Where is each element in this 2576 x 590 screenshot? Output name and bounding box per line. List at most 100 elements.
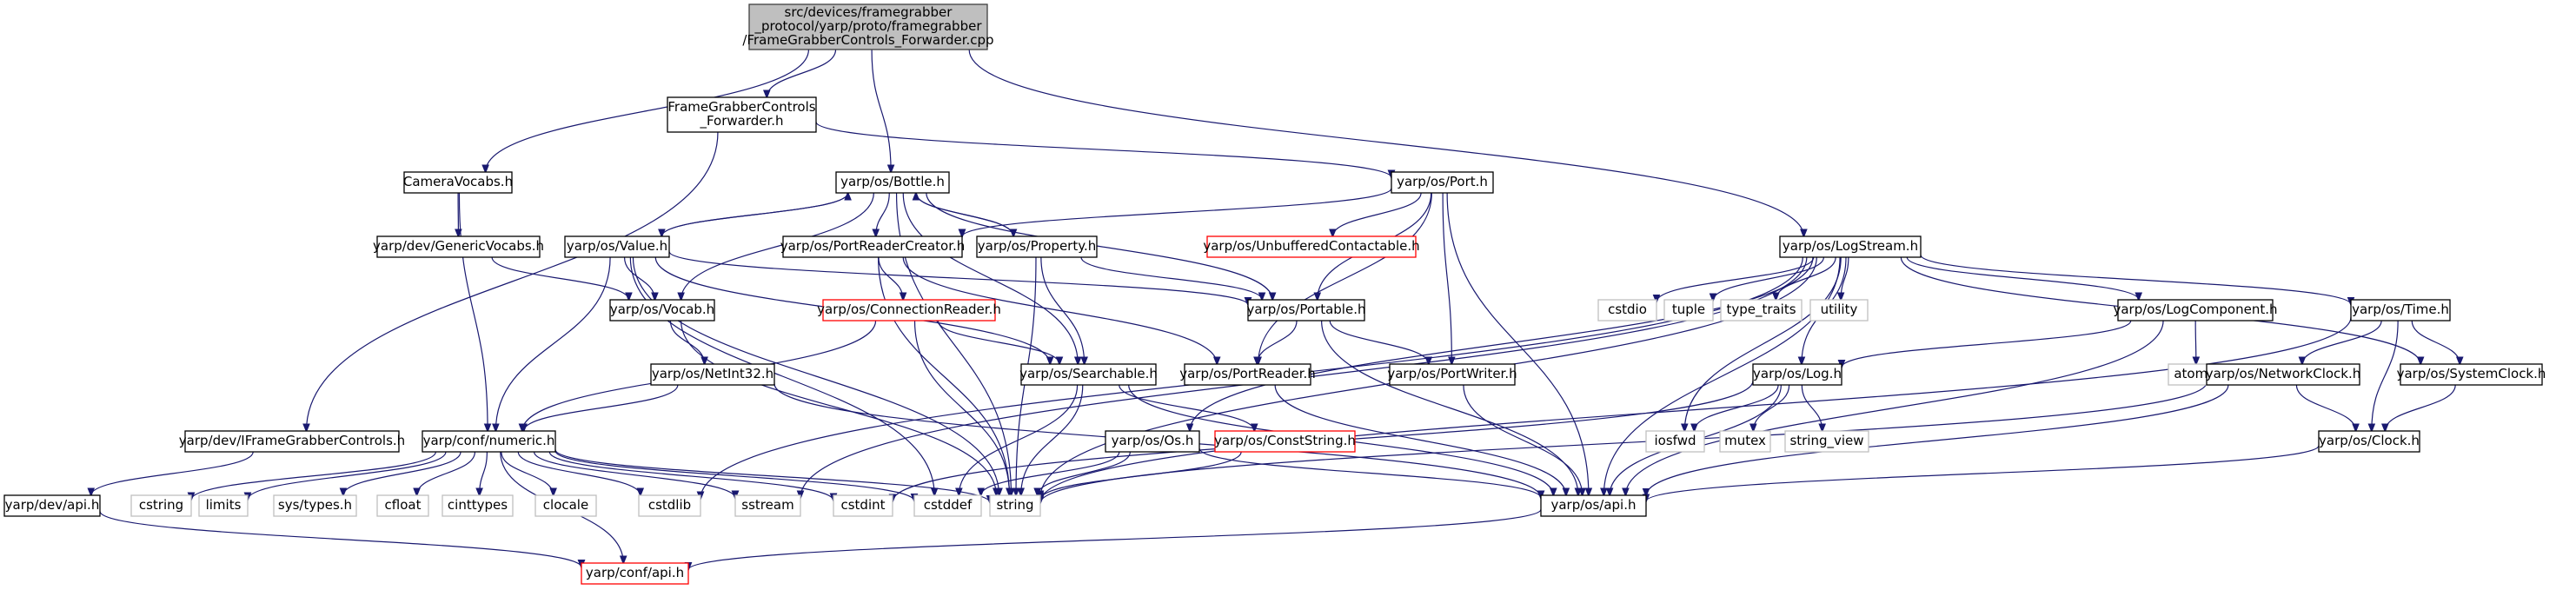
node-box — [1391, 171, 1494, 194]
node-cfloat: cfloat — [376, 494, 429, 517]
node-portreadercreator[interactable]: yarp/os/PortReaderCreator.h — [780, 235, 966, 258]
edge-portable-to-portwriter — [1329, 320, 1429, 364]
node-bottle[interactable]: yarp/os/Bottle.h — [835, 171, 950, 194]
node-label: yarp/os/Portable.h — [1247, 302, 1366, 317]
node-portreader[interactable]: yarp/os/PortReader.h — [1179, 363, 1316, 386]
node-clock[interactable]: yarp/os/Clock.h — [2318, 430, 2420, 453]
node-root[interactable]: src/devices/framegrabber_protocol/yarp/p… — [742, 3, 994, 50]
node-label: yarp/os/Bottle.h — [840, 174, 945, 189]
node-label: yarp/conf/api.h — [586, 565, 684, 580]
edge-property-to-bottle — [916, 193, 1014, 237]
edge-portreader-to-osapi — [1274, 384, 1566, 495]
node-logstream[interactable]: yarp/os/LogStream.h — [1779, 235, 1922, 258]
node-osapi[interactable]: yarp/os/api.h — [1540, 494, 1647, 517]
node-value[interactable]: yarp/os/Value.h — [564, 235, 670, 258]
node-label: yarp/os/NetworkClock.h — [2206, 366, 2361, 381]
edge-numeric-to-cstdlib — [517, 451, 641, 495]
node-label: yarp/os/Os.h — [1112, 433, 1194, 448]
edge-root-to-bottle — [871, 49, 891, 172]
node-label: yarp/os/LogComponent.h — [2113, 302, 2277, 317]
node-label: yarp/dev/api.h — [5, 497, 100, 513]
node-box — [2400, 363, 2543, 386]
node-label: utility — [1821, 302, 1858, 317]
node-box — [2318, 430, 2420, 453]
edge-logstream-to-utility — [1841, 256, 1849, 300]
node-logcomponent[interactable]: yarp/os/LogComponent.h — [2113, 299, 2278, 322]
node-searchable[interactable]: yarp/os/Searchable.h — [1019, 363, 1158, 386]
node-box — [198, 494, 249, 517]
edge-time-to-clock — [2372, 320, 2399, 431]
node-label: yarp/dev/IFrameGrabberControls.h — [179, 433, 405, 448]
node-label: yarp/os/Log.h — [1753, 366, 1842, 381]
node-label: iosfwd — [1655, 433, 1696, 448]
edge-numeric-to-cfloat — [417, 451, 476, 495]
node-box — [989, 494, 1041, 517]
node-networkclock[interactable]: yarp/os/NetworkClock.h — [2206, 363, 2361, 386]
node-label: cstdlib — [648, 497, 691, 513]
node-os[interactable]: yarp/os/Os.h — [1105, 430, 1200, 453]
node-box — [1247, 299, 1365, 322]
node-time[interactable]: yarp/os/Time.h — [2350, 299, 2451, 322]
edge-fgcf-to-port — [815, 121, 1391, 177]
node-unbuffered[interactable]: yarp/os/UnbufferedContactable.h — [1203, 235, 1420, 258]
node-label: mutex — [1724, 433, 1766, 448]
edge-bottle-to-searchable — [902, 192, 1078, 364]
edge-numeric-to-sstream — [533, 451, 735, 498]
edge-conststring-to-string — [1040, 451, 1242, 500]
edge-numeric-to-systypes — [343, 451, 461, 495]
node-genericvocabs[interactable]: yarp/dev/GenericVocabs.h — [373, 235, 544, 258]
node-connectionreader[interactable]: yarp/os/ConnectionReader.h — [817, 299, 1001, 322]
node-netint32[interactable]: yarp/os/NetInt32.h — [650, 363, 775, 386]
node-devapi[interactable]: yarp/dev/api.h — [3, 494, 101, 517]
node-port[interactable]: yarp/os/Port.h — [1391, 171, 1494, 194]
edge-ifgc-to-devapi — [91, 451, 254, 495]
edge-portable-to-portreader — [1257, 320, 1298, 364]
node-string_view: string_view — [1784, 430, 1869, 453]
node-property[interactable]: yarp/os/Property.h — [976, 235, 1098, 258]
edge-networkclock-to-osapi — [1646, 384, 2229, 495]
node-box — [1809, 299, 1869, 322]
edge-searchable-to-string — [1021, 384, 1084, 495]
node-vocab[interactable]: yarp/os/Vocab.h — [609, 299, 715, 322]
node-box — [748, 3, 988, 50]
node-label: yarp/os/Property.h — [978, 238, 1096, 254]
node-cstddef: cstddef — [913, 494, 982, 517]
node-fgcf[interactable]: FrameGrabberControls_Forwarder.h — [667, 96, 817, 133]
node-conststring[interactable]: yarp/os/ConstString.h — [1214, 430, 1356, 453]
node-log[interactable]: yarp/os/Log.h — [1752, 363, 1842, 386]
edge-port-to-unbuffered — [1332, 192, 1422, 236]
node-box — [835, 171, 950, 194]
node-box — [184, 430, 400, 453]
node-utility: utility — [1809, 299, 1869, 322]
node-cstdlib: cstdlib — [638, 494, 701, 517]
edge-clock-to-osapi — [1646, 445, 2320, 501]
node-cinttypes: cinttypes — [442, 494, 514, 517]
edge-logstream-to-time — [1920, 255, 2351, 304]
edge-os-to-string — [1038, 451, 1131, 495]
node-box — [1663, 299, 1714, 322]
edge-time-to-networkclock — [2302, 320, 2382, 364]
edge-logcomponent-to-atomic — [2195, 320, 2196, 364]
node-label: yarp/os/api.h — [1550, 497, 1636, 513]
node-cstdio: cstdio — [1597, 299, 1657, 322]
node-portable[interactable]: yarp/os/Portable.h — [1247, 299, 1366, 322]
edge-os-to-cstddef — [981, 451, 1120, 495]
node-ifgc[interactable]: yarp/dev/IFrameGrabberControls.h — [179, 430, 405, 453]
node-numeric[interactable]: yarp/conf/numeric.h — [422, 430, 556, 453]
node-box — [2117, 299, 2274, 322]
node-label: yarp/os/UnbufferedContactable.h — [1203, 238, 1419, 254]
node-label: clocale — [543, 497, 588, 513]
node-confapi[interactable]: yarp/conf/api.h — [581, 562, 689, 585]
node-label: type_traits — [1726, 302, 1796, 318]
node-label: _Forwarder.h — [699, 113, 783, 129]
edge-searchable-to-cstddef — [959, 384, 1079, 495]
node-systemclock[interactable]: yarp/os/SystemClock.h — [2397, 363, 2546, 386]
node-cameravocabs[interactable]: CameraVocabs.h — [403, 171, 513, 194]
node-label: cstring — [139, 497, 183, 513]
edge-time-to-string — [1040, 317, 2352, 502]
edge-cameravocabs-to-numeric — [458, 192, 488, 431]
edge-value-to-vocab — [623, 256, 655, 300]
edge-logstream-to-tuple — [1713, 256, 1825, 301]
node-portwriter[interactable]: yarp/os/PortWriter.h — [1387, 363, 1517, 386]
edge-numeric-to-cstddef — [554, 450, 914, 501]
